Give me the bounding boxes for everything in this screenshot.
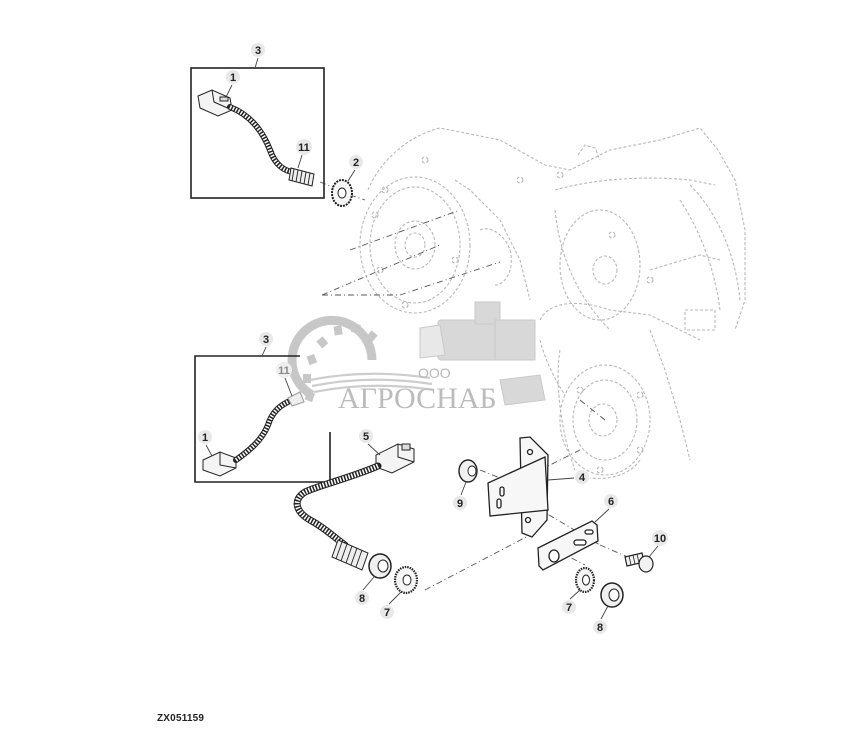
callout-7-right[interactable]: 7: [562, 600, 576, 614]
callout-3-upper[interactable]: 3: [251, 43, 265, 57]
callout-8-right[interactable]: 8: [593, 620, 607, 634]
callout-9[interactable]: 9: [453, 496, 467, 510]
lower-connector: [202, 451, 237, 477]
speed-sensor-harness-part-5: [293, 443, 415, 571]
upper-sensor: [288, 167, 315, 187]
svg-text:6: 6: [608, 496, 614, 508]
svg-text:2: 2: [353, 157, 359, 169]
nut-part-8-right: [600, 582, 624, 608]
callout-6[interactable]: 6: [604, 494, 618, 508]
lock-washer-part-7-left: [393, 565, 419, 595]
svg-text:7: 7: [566, 602, 572, 614]
svg-text:8: 8: [597, 622, 603, 634]
plate-part-6: [537, 520, 599, 571]
upper-assembly-box: [190, 67, 325, 199]
watermark-logo: ООО АГРОСНАБ: [287, 301, 546, 415]
lower-assembly-box: [194, 355, 331, 483]
bracket-part-4: [487, 436, 549, 538]
callout-5[interactable]: 5: [359, 429, 373, 443]
washer-part-2: [331, 179, 353, 207]
svg-text:7: 7: [384, 607, 390, 619]
lock-washer-part-7-right: [574, 566, 596, 594]
callout-11-upper[interactable]: 11: [296, 139, 312, 155]
callout-7-left[interactable]: 7: [380, 605, 394, 619]
svg-text:1: 1: [202, 432, 208, 444]
leader-lines: [205, 57, 659, 620]
svg-text:5: 5: [363, 431, 369, 443]
svg-text:8: 8: [359, 593, 365, 605]
bolt-part-10: [624, 552, 654, 573]
transmission-housing: [359, 127, 746, 479]
svg-text:9: 9: [457, 498, 463, 510]
callout-3-lower[interactable]: 3: [259, 332, 273, 346]
svg-text:11: 11: [278, 365, 290, 377]
nut-part-9: [458, 459, 478, 483]
callout-11-lower[interactable]: 11: [276, 362, 292, 378]
nut-part-8-left: [368, 553, 392, 579]
callout-1-lower[interactable]: 1: [198, 430, 212, 444]
svg-text:3: 3: [255, 45, 261, 57]
callout-8-left[interactable]: 8: [355, 591, 369, 605]
upper-connector: [197, 89, 233, 117]
callout-1-upper[interactable]: 1: [226, 70, 240, 84]
svg-text:4: 4: [579, 472, 586, 484]
watermark-name: АГРОСНАБ: [338, 382, 497, 415]
figure-id-label: ZX051159: [157, 713, 205, 724]
svg-text:3: 3: [263, 334, 269, 346]
svg-text:10: 10: [654, 533, 666, 545]
callout-4[interactable]: 4: [575, 470, 589, 484]
callout-10[interactable]: 10: [652, 530, 668, 546]
svg-text:11: 11: [298, 142, 310, 154]
svg-text:1: 1: [230, 72, 236, 84]
callout-2[interactable]: 2: [349, 155, 363, 169]
callouts: 3 1 11 2 3 11 1 5 9 4 6 10 8 7 7 8: [198, 43, 668, 634]
watermark-prefix: ООО: [418, 365, 451, 381]
